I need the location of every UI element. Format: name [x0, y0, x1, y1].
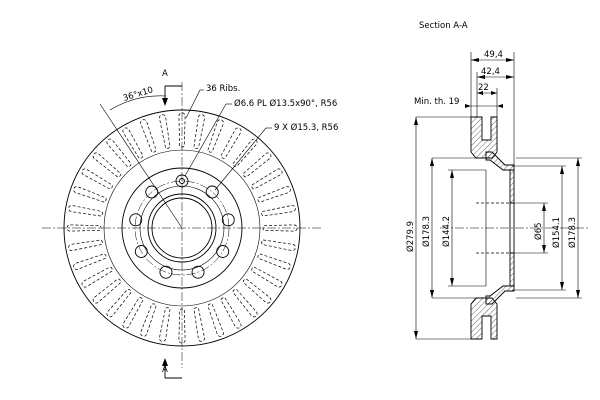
section-arrow-bottom-head	[162, 358, 168, 366]
dim-mid-width: 42,4	[481, 67, 500, 77]
rib-slot	[140, 119, 157, 153]
rib-slot	[220, 127, 242, 159]
rib-slot	[122, 127, 144, 159]
bolt-hole	[145, 185, 159, 199]
section-hat-upper	[485, 151, 515, 171]
dim-outer-diameter: Ø279.9	[405, 221, 416, 252]
ventilation-ribs	[66, 112, 298, 344]
bolt-hole	[191, 265, 205, 279]
section-upper-friction-ring	[470, 116, 498, 159]
section-title: Section A-A	[419, 21, 468, 31]
rib-slot	[257, 253, 291, 270]
rib-slot	[73, 186, 107, 203]
section-lower-friction-ring	[470, 297, 498, 340]
angle-label: 36°x10	[122, 85, 154, 104]
dim-hat-width: 22	[478, 83, 489, 93]
dim-hat-diameter: Ø144.2	[441, 216, 452, 247]
dim-inner-diameter-right: Ø178.3	[567, 217, 578, 248]
dim-bore-diameter: Ø65	[533, 222, 544, 240]
rib-slot	[207, 119, 224, 153]
rib-slot	[106, 138, 132, 168]
bolt-holes	[129, 174, 235, 279]
bolt-hole	[205, 185, 219, 199]
rib-slot	[261, 239, 296, 251]
rib-slot	[81, 168, 113, 190]
rib-slot	[232, 138, 258, 168]
rib-slot	[207, 303, 224, 337]
bolt-hole	[134, 245, 148, 258]
small-hole-leader	[184, 103, 227, 177]
section-marker-top: A	[162, 69, 168, 79]
dim-total-width: 49,4	[484, 50, 503, 60]
rib-slot	[232, 288, 258, 318]
section-view: Section A-A Ø279.9 Ø178.3 Ø144.2 Ø65 Ø15	[405, 21, 590, 340]
bolt-hole	[216, 245, 230, 258]
section-hat-face	[509, 169, 515, 287]
rib-slot	[68, 239, 103, 251]
rib-slot	[242, 152, 272, 178]
bolt-hole	[221, 213, 235, 227]
ribs-leader	[185, 89, 201, 119]
min-thickness-label: Min. th. 19	[414, 97, 459, 107]
rib-slot	[68, 205, 103, 217]
front-view: A A 36°x10 36 Ribs. Ø6.6 PL Ø13.5x90°, R…	[42, 69, 338, 379]
rib-slot	[92, 152, 122, 178]
rib-slot	[159, 307, 171, 342]
section-hat-lower	[485, 285, 515, 305]
section-marker-bottom: A	[162, 365, 168, 375]
dim-pcd-diameter: Ø154.1	[551, 217, 562, 248]
rib-slot	[220, 297, 242, 329]
bolt-hole	[159, 265, 173, 279]
angle-leader-left	[99, 103, 183, 229]
rib-slot	[251, 266, 283, 288]
angle-arc	[109, 95, 167, 111]
small-hole-label: Ø6.6 PL Ø13.5x90°, R56	[234, 98, 337, 109]
rib-slot	[242, 278, 272, 304]
rib-slot	[261, 205, 296, 217]
section-arrow-top-head	[162, 98, 168, 106]
rib-slot	[257, 186, 291, 203]
rib-slot	[92, 278, 122, 304]
rib-slot	[66, 224, 102, 232]
rib-slot	[73, 253, 107, 270]
ribs-label: 36 Ribs.	[206, 84, 240, 94]
rib-slot	[159, 114, 171, 149]
bolt-hole	[129, 213, 143, 227]
rib-slot	[106, 288, 132, 318]
rib-slot	[193, 307, 205, 342]
rib-slot	[81, 266, 113, 288]
rib-slot	[251, 168, 283, 190]
rib-slot	[122, 297, 144, 329]
rib-slot	[193, 114, 205, 149]
rib-slot	[140, 303, 157, 337]
bolt-hole-leader	[214, 127, 267, 191]
bolt-hole-label: 9 X Ø15.3, R56	[274, 122, 338, 133]
dim-inner-diameter-left: Ø178.3	[421, 216, 432, 247]
rib-slot	[262, 224, 298, 232]
